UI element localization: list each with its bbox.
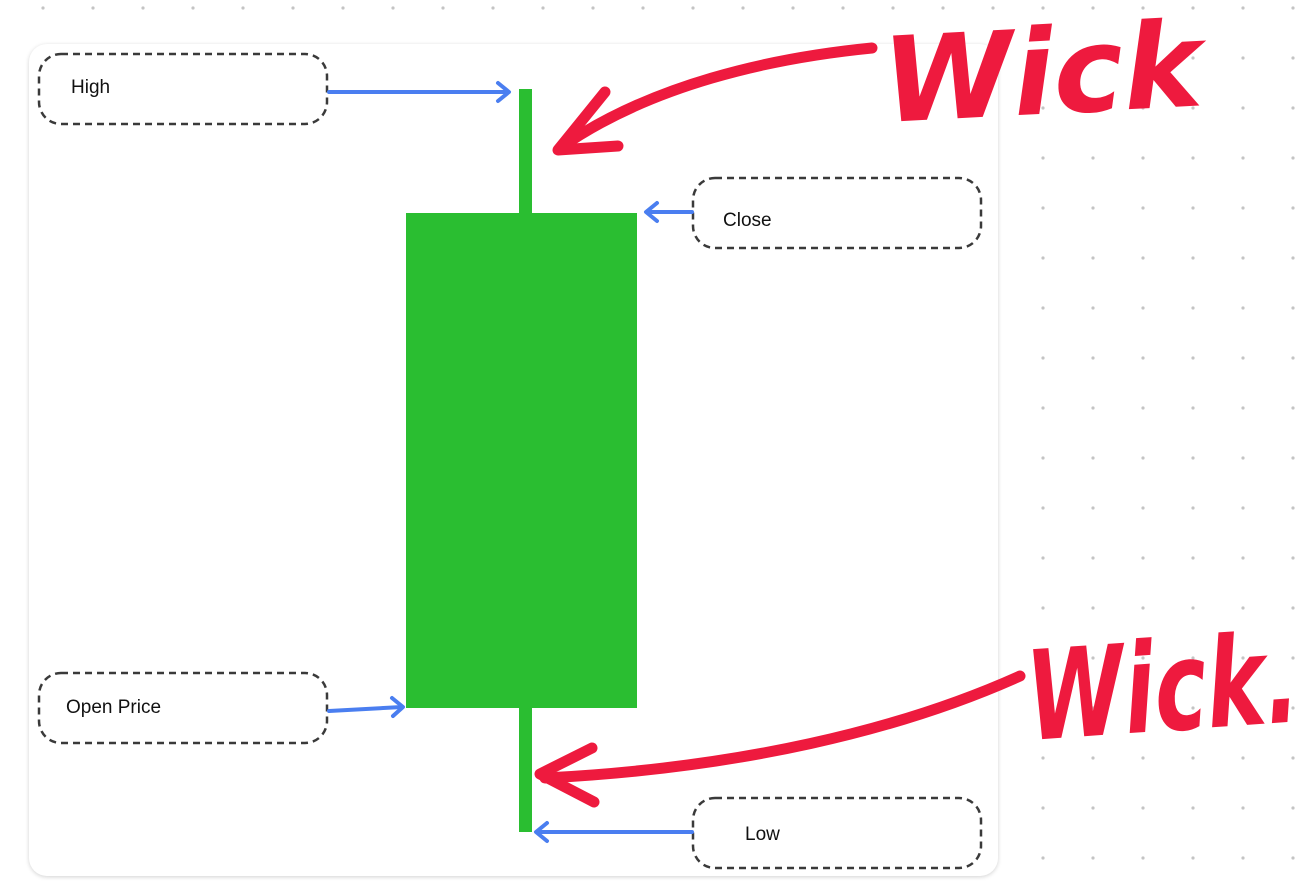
open-price-callout: Open Price xyxy=(37,671,405,745)
hand-drawn-arrow-icon xyxy=(539,670,1026,784)
low-label: Low xyxy=(745,824,780,845)
open-price-label: Open Price xyxy=(66,697,161,718)
arrow-left-icon xyxy=(534,821,694,843)
arrow-right-icon xyxy=(327,81,511,103)
open-price-callout-box xyxy=(37,671,329,745)
top-wick-text: Wick xyxy=(879,0,1211,150)
hand-drawn-arrow-icon xyxy=(554,42,878,154)
candle-body xyxy=(406,213,637,708)
low-callout-box xyxy=(691,796,983,870)
lower-wick xyxy=(519,706,532,832)
low-callout: Low xyxy=(534,796,983,870)
close-callout: Close xyxy=(644,176,983,250)
arrow-left-icon xyxy=(644,201,694,223)
bottom-wick-annotation: Wick. xyxy=(534,607,1303,808)
high-label: High xyxy=(71,77,110,98)
hand-drawn-arrowhead xyxy=(534,742,600,808)
high-callout: High xyxy=(37,52,511,126)
hand-drawn-arrowhead xyxy=(552,86,624,156)
high-callout-box xyxy=(37,52,329,126)
top-wick-annotation: Wick xyxy=(552,0,1212,156)
bottom-wick-text: Wick. xyxy=(1022,607,1303,770)
arrow-right-icon xyxy=(327,696,405,718)
close-label: Close xyxy=(723,210,772,231)
upper-wick xyxy=(519,89,532,215)
